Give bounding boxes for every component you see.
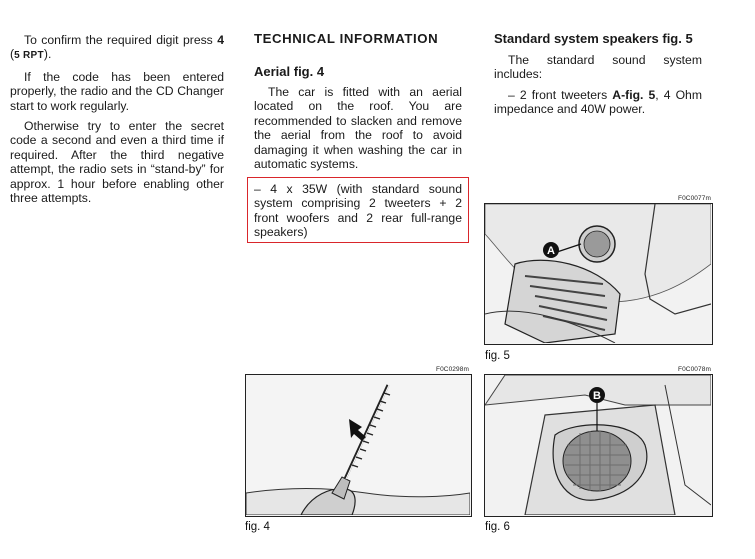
technical-information-heading: TECHNICAL INFORMATION: [254, 31, 439, 46]
speakers-text-wrap: The standard sound system includes: – 2 …: [494, 53, 702, 117]
speakers-intro-text: The standard sound system includes:: [494, 53, 702, 82]
secret-code-text: Otherwise try to enter the secret code a…: [10, 119, 224, 206]
fig5-caption: fig. 5: [485, 350, 510, 362]
aerial-illustration: [246, 375, 470, 515]
aerial-mast: [343, 384, 391, 480]
fig5-code: F0C0077m: [678, 195, 711, 202]
code-entered-text: If the code has been entered properly, t…: [10, 69, 224, 113]
label-a-circle: [543, 242, 559, 258]
tweeters-text-b: , 4 Ohm impedance and 40W power.: [494, 87, 702, 117]
paragraph-secret-code: Otherwise try to enter the secret code a…: [10, 119, 224, 205]
tweeters-paragraph: – 2 front tweeters A-fig. 5, 4 Ohm imped…: [494, 88, 702, 117]
confirm-text: To confirm the required digit press: [24, 33, 213, 47]
door-speaker-illustration: B: [485, 375, 711, 515]
label-b: B: [593, 390, 601, 402]
paren-close: ).: [43, 47, 52, 62]
tweeter-grille: [583, 230, 611, 258]
label-b-circle: [589, 387, 605, 403]
aerial-paragraph-wrap: The car is fitted with an aerial located…: [254, 85, 462, 171]
figure-5-tweeter: A: [484, 203, 713, 345]
speaker-grille: [562, 430, 632, 492]
speakers-intro: The standard sound system includes:: [494, 53, 702, 82]
arrow-icon: [349, 419, 366, 441]
digit-4: 4: [217, 33, 224, 47]
aerial-paragraph: The car is fitted with an aerial located…: [254, 85, 462, 171]
tweeters-text-a: – 2 front tweeters: [508, 87, 613, 102]
label-a: A: [547, 245, 555, 257]
speaker-spec-box: – 4 x 35W (with standard sound system co…: [247, 177, 469, 243]
rpt-button-label: 5 RPT: [14, 50, 44, 62]
fig4-code: F0C0298m: [436, 366, 469, 373]
paren-open: (: [10, 47, 15, 62]
tweeter-illustration: A: [485, 204, 711, 343]
paragraph-code-entered: If the code has been entered properly, t…: [10, 70, 224, 113]
tweeters-ref: A-fig. 5: [612, 87, 656, 102]
fig6-code: F0C0078m: [678, 366, 711, 373]
aerial-heading: Aerial fig. 4: [254, 64, 325, 79]
fig6-caption: fig. 6: [485, 521, 510, 533]
figure-4-aerial: [245, 374, 472, 517]
fig4-caption: fig. 4: [245, 521, 270, 533]
figure-6-speaker: B: [484, 374, 713, 517]
aerial-text: The car is fitted with an aerial located…: [254, 85, 462, 172]
speaker-spec-text: – 4 x 35W (with standard sound system co…: [254, 182, 462, 240]
speakers-heading: Standard system speakers fig. 5: [494, 31, 693, 46]
column-left: To confirm the required digit press 4 (5…: [10, 33, 224, 205]
paragraph-confirm-digit: To confirm the required digit press 4 (5…: [10, 33, 224, 64]
